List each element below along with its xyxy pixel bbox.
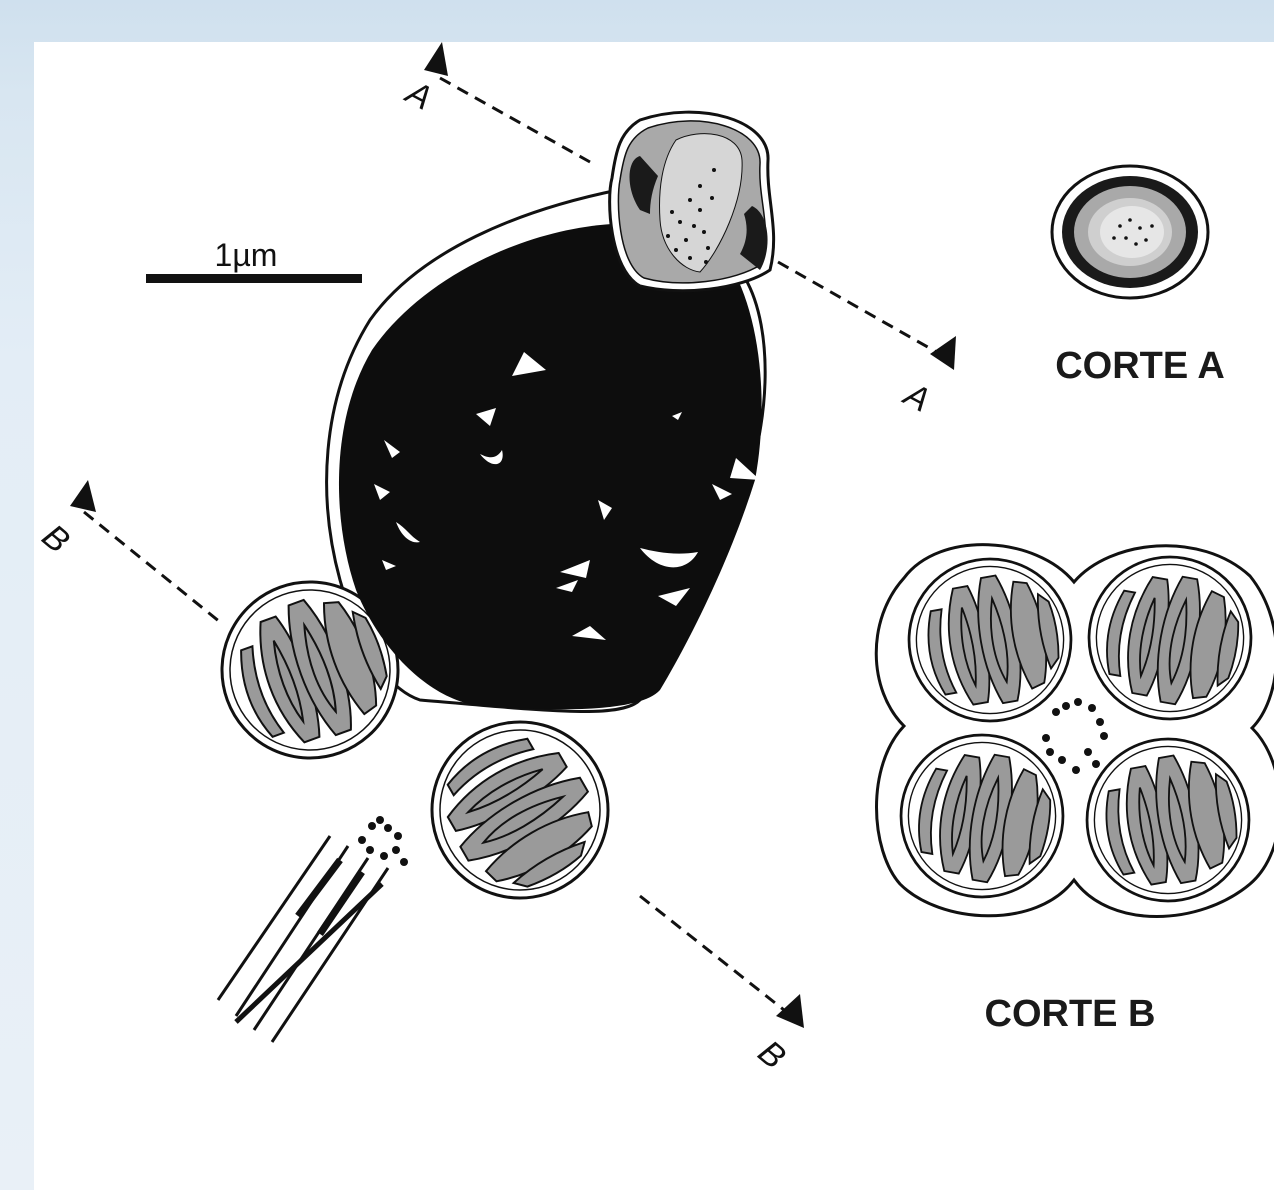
arrow-a-top-icon [424,42,448,76]
cut-b-letter-bottom: B [751,1033,793,1077]
arrow-b-top-icon [70,480,96,512]
arrow-a-bottom-icon [930,336,956,370]
arrow-b-bottom-icon [776,994,804,1028]
flagellum [218,836,388,1042]
cut-a-letter-bottom: A [896,375,936,420]
scale-bar-label: 1µm [215,237,278,273]
section-b-label: CORTE B [985,993,1156,1035]
centriole [358,816,408,866]
section-a-diagram [1052,166,1208,298]
mitochondrion-right [400,690,640,930]
cut-a-letter-top: A [398,73,438,118]
scale-bar: 1µm [146,237,362,283]
section-b-diagram [876,544,1274,916]
section-a-label: CORTE A [1055,345,1225,387]
cut-b-letter-top: B [35,517,77,561]
acrosome [610,112,774,291]
